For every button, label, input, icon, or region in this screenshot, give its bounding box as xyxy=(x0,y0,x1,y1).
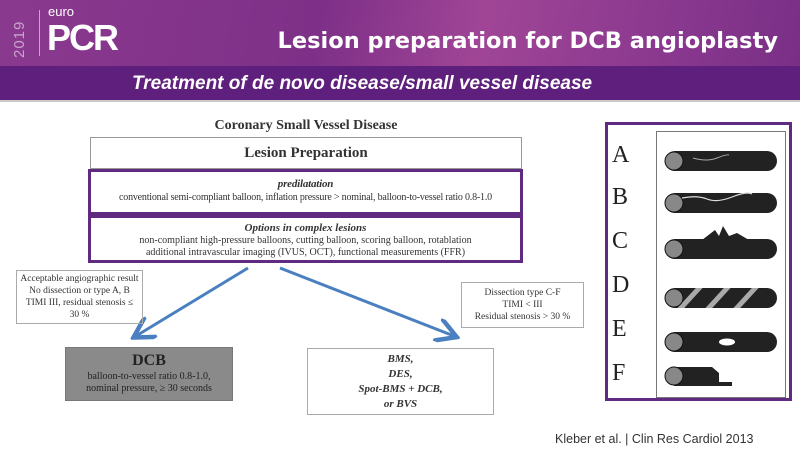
note-line: No dissection or type A, B xyxy=(29,286,130,296)
vessel-b xyxy=(664,192,777,213)
vessel-a xyxy=(664,151,777,171)
slide-title: Lesion preparation for DCB angioplasty xyxy=(277,28,778,54)
dissection-types-panel: A B C D E F xyxy=(605,122,792,401)
slide-subtitle: Treatment of de novo disease/small vesse… xyxy=(132,73,593,94)
stent-option: DES, xyxy=(388,368,413,380)
vessel-diagrams xyxy=(664,151,777,386)
options-line1: non-compliant high-pressure balloons, cu… xyxy=(139,235,472,246)
vessel-c xyxy=(664,226,777,259)
note-line: Acceptable angiographic result xyxy=(20,274,139,284)
logo-euro: euro xyxy=(48,4,75,19)
type-label: A xyxy=(612,142,630,168)
note-line: TIMI < III xyxy=(502,300,543,310)
vessel-d xyxy=(664,288,777,308)
type-label: C xyxy=(612,228,629,254)
header-banner: 2019 euro PCR Lesion preparation for DCB… xyxy=(0,0,800,66)
arrow-to-dcb xyxy=(136,266,249,336)
stent-option: Spot-BMS + DCB, xyxy=(358,383,443,395)
predilatation-box: predilatation conventional semi-complian… xyxy=(88,169,523,215)
vessel-illustration xyxy=(656,131,786,398)
stent-box: BMS, DES, Spot-BMS + DCB, or BVS xyxy=(307,348,494,415)
vessel-e xyxy=(664,332,777,352)
options-line2: additional intravascular imaging (IVUS, … xyxy=(145,247,466,258)
subtitle-band xyxy=(0,66,800,102)
type-label: E xyxy=(612,316,627,342)
stent-option: or BVS xyxy=(383,398,418,410)
citation: Kleber et al. | Clin Res Cardiol 2013 xyxy=(555,432,754,446)
arrow-to-stent xyxy=(279,266,454,336)
options-heading: Options in complex lesions xyxy=(244,222,367,234)
note-line: Residual stenosis > 30 % xyxy=(474,312,571,322)
type-label: B xyxy=(612,184,629,210)
logo-divider xyxy=(39,10,40,56)
note-line: TIMI III, residual stenosis ≤ 30 % xyxy=(25,298,134,320)
acceptable-result-note: Acceptable angiographic result No dissec… xyxy=(16,270,143,324)
dcb-line1: balloon-to-vessel ratio 0.8-1.0, xyxy=(87,371,211,382)
complex-options-box: Options in complex lesions non-compliant… xyxy=(88,215,523,263)
dcb-box: DCB balloon-to-vessel ratio 0.8-1.0, nom… xyxy=(65,347,233,401)
vessel-f xyxy=(664,366,732,386)
logo-pcr: PCR xyxy=(47,17,119,58)
flowchart-title: Coronary Small Vessel Disease xyxy=(214,118,398,133)
dcb-heading: DCB xyxy=(132,352,166,369)
type-label: F xyxy=(612,360,626,386)
stent-option: BMS, xyxy=(387,353,414,365)
lesion-preparation-box: Lesion Preparation xyxy=(90,137,522,169)
predilatation-text: conventional semi-compliant balloon, inf… xyxy=(119,192,492,203)
dissection-note: Dissection type C-F TIMI < III Residual … xyxy=(461,282,584,328)
note-line: Dissection type C-F xyxy=(484,288,561,298)
predilatation-heading: predilatation xyxy=(277,178,334,190)
dcb-line2: nominal pressure, ≥ 30 seconds xyxy=(86,383,212,394)
type-label: D xyxy=(612,272,630,298)
